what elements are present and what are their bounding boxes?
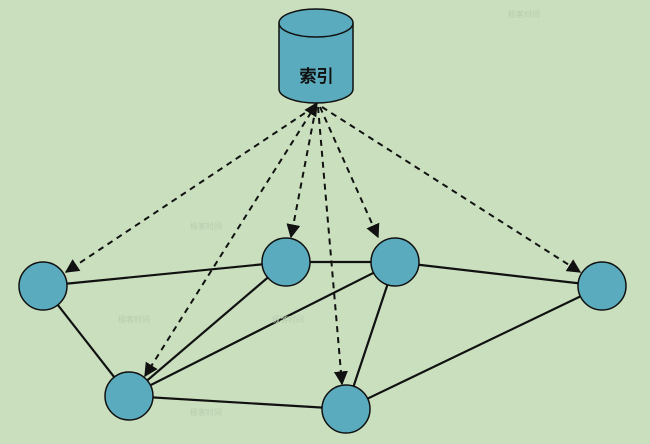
dashed-arrow (286, 106, 317, 239)
edge (42, 260, 287, 288)
watermark: 极客时间 (508, 10, 540, 19)
edge (344, 261, 397, 410)
edge (128, 394, 347, 411)
dashed-arrow (321, 106, 582, 273)
node (370, 237, 420, 287)
watermark: 极客时间 (118, 315, 150, 324)
index-label: 索引 (299, 67, 334, 87)
dashed-arrow (317, 106, 348, 386)
watermark: 极客时间 (272, 315, 304, 324)
index-arrows (64, 101, 582, 386)
dashed-arrow (319, 106, 380, 239)
node (577, 261, 627, 311)
node (321, 384, 371, 434)
index-cylinder (278, 8, 354, 104)
watermark: 极客时间 (190, 222, 222, 231)
node (18, 261, 68, 311)
edge (345, 285, 603, 410)
graph-nodes (18, 237, 627, 434)
edge (394, 260, 603, 288)
dashed-arrow (144, 101, 318, 378)
watermark: 极客时间 (190, 408, 222, 417)
node (261, 237, 311, 287)
node (104, 371, 154, 421)
